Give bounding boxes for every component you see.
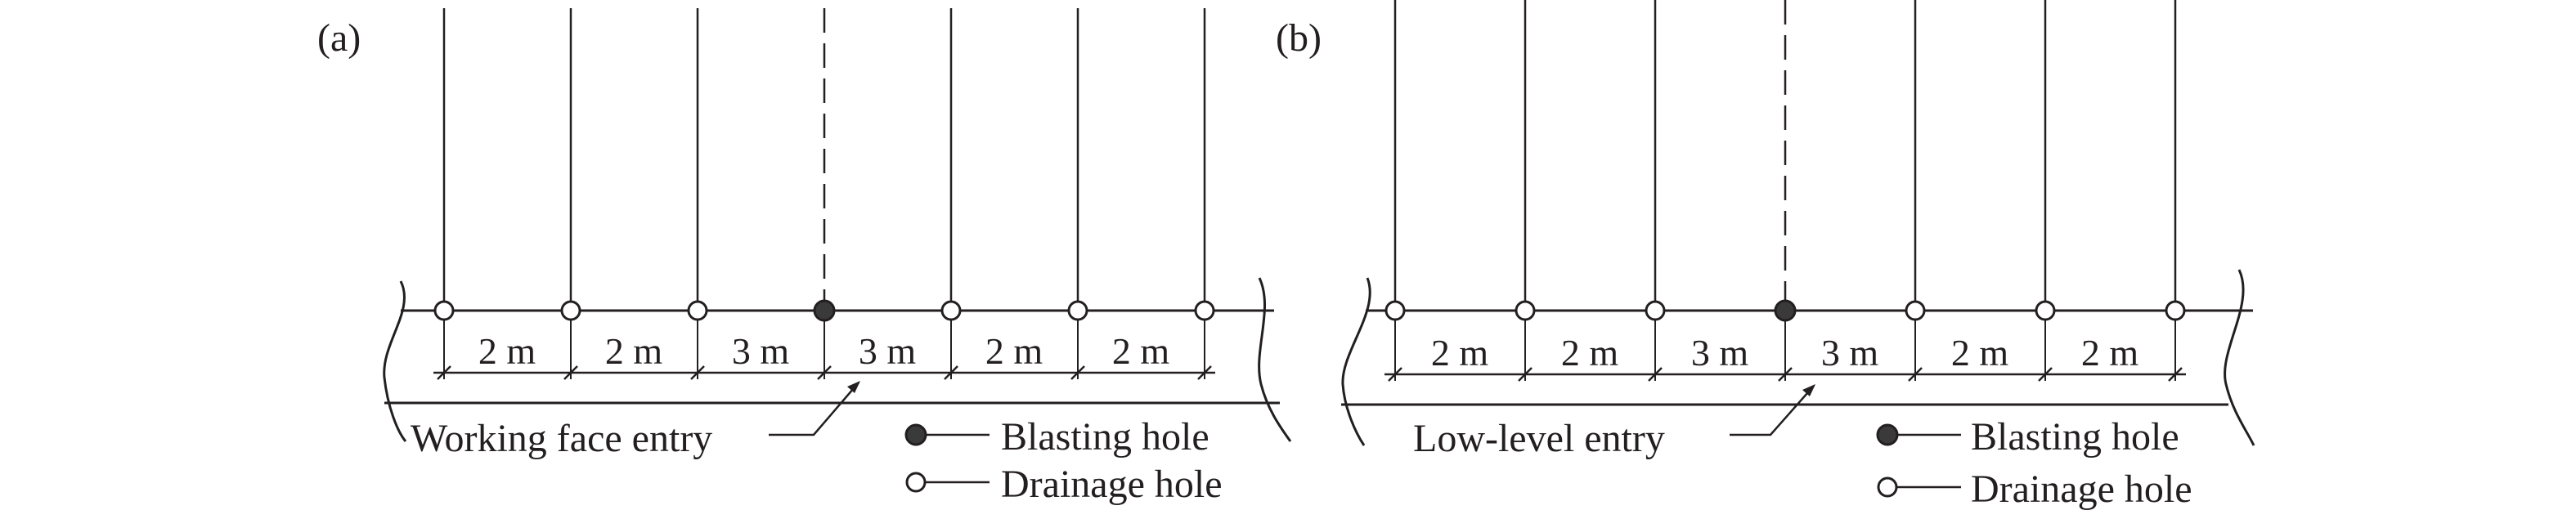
panel-b-drainage-hole-2 — [1515, 300, 1536, 321]
panel-a: (a) — [317, 8, 1292, 506]
panel-a-legend-drainage-symbol — [905, 472, 927, 493]
panel-a-blasting-hole — [813, 299, 836, 322]
panel-b-dim-tick-3 — [1648, 367, 1663, 382]
panel-a-spacing-label-5: 2 m — [985, 330, 1043, 372]
panel-b-dim-tick-5 — [1908, 367, 1923, 382]
panel-b-spacing-label-3: 3 m — [1691, 332, 1749, 374]
panel-a-right-break-line — [1258, 277, 1292, 442]
panel-a-left-break-line — [383, 280, 407, 442]
panel-b-left-break-line — [1341, 277, 1371, 446]
panel-b-drainage-hole-3 — [1645, 300, 1666, 321]
panel-b: (b) — [1276, 0, 2255, 511]
panel-b-spacing-label-2: 2 m — [1561, 332, 1619, 374]
panel-a-drainage-hole-3 — [687, 300, 708, 321]
panel-b-drainage-hole-7 — [2165, 300, 2186, 321]
panel-b-entry-label: Low-level entry — [1413, 417, 1665, 460]
panel-a-entry-leader-arrowhead — [847, 381, 860, 393]
panel-b-right-break-line — [2224, 269, 2255, 446]
panel-b-legend-blasting-label: Blasting hole — [1971, 415, 2179, 459]
panel-b-dim-tick-4 — [1778, 367, 1793, 382]
panel-b-drainage-hole-6 — [2035, 300, 2056, 321]
panel-a-dim-tick-1 — [437, 365, 451, 380]
panel-a-label: (a) — [317, 16, 361, 60]
panel-b-spacing-label-5: 2 m — [1951, 332, 2009, 374]
panel-a-spacing-label-6: 2 m — [1112, 330, 1170, 372]
panel-a-entry-leader — [769, 382, 859, 436]
panel-a-dim-tick-7 — [1197, 365, 1212, 380]
panel-b-drainage-hole-5 — [1905, 300, 1926, 321]
panel-a-drainage-hole-7 — [1194, 300, 1215, 321]
panel-a-dim-tick-6 — [1070, 365, 1085, 380]
panel-b-spacing-label-1: 2 m — [1431, 332, 1489, 374]
panel-b-legend-blasting-symbol — [1876, 423, 1899, 446]
panel-b-blasting-hole — [1774, 299, 1797, 322]
panel-b-dim-tick-6 — [2038, 367, 2053, 382]
panel-a-drainage-hole-1 — [433, 300, 455, 321]
panel-a-drainage-hole-5 — [940, 300, 962, 321]
panel-a-spacing-label-1: 2 m — [478, 330, 536, 372]
panel-b-spacing-label-4: 3 m — [1821, 332, 1879, 374]
panel-a-legend-drainage-label: Drainage hole — [1001, 463, 1223, 506]
panel-a-dim-tick-4 — [817, 365, 832, 380]
panel-a-legend-blasting-symbol — [904, 423, 927, 446]
panel-a-dim-tick-5 — [944, 365, 958, 380]
panel-b-entry-leader-arrowhead — [1802, 384, 1815, 396]
panel-a-entry-label: Working face entry — [411, 417, 712, 460]
panel-b-legend-drainage-label: Drainage hole — [1971, 468, 2192, 511]
panel-a-spacing-label-3: 3 m — [732, 330, 790, 372]
panel-a-dim-tick-2 — [563, 365, 578, 380]
panel-b-dim-tick-2 — [1518, 367, 1533, 382]
panel-b-dim-tick-7 — [2168, 367, 2183, 382]
panel-a-dim-tick-3 — [690, 365, 705, 380]
panel-b-entry-leader — [1730, 385, 1815, 436]
panel-a-spacing-label-2: 2 m — [605, 330, 663, 372]
panel-b-drainage-hole-1 — [1384, 300, 1406, 321]
panel-a-spacing-label-4: 3 m — [859, 330, 917, 372]
panel-a-drainage-hole-2 — [560, 300, 581, 321]
panel-b-dim-tick-1 — [1388, 367, 1402, 382]
panel-b-spacing-label-6: 2 m — [2081, 332, 2139, 374]
panel-b-legend-drainage-symbol — [1877, 476, 1898, 498]
panel-a-drainage-hole-6 — [1067, 300, 1088, 321]
panel-b-label: (b) — [1276, 16, 1322, 60]
panel-a-legend-blasting-label: Blasting hole — [1001, 415, 1209, 459]
